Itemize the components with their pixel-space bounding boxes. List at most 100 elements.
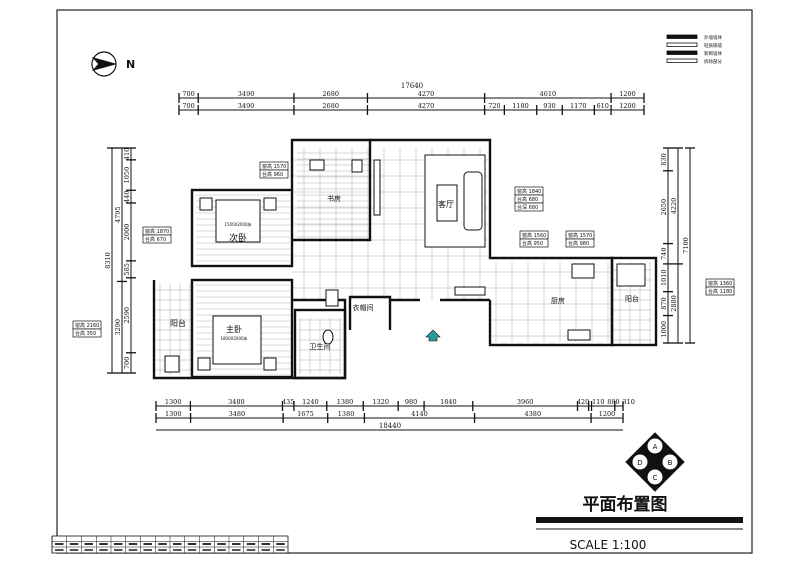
top-dim-row1-value: 3490 — [238, 90, 255, 98]
study-chair — [351, 159, 363, 173]
top-dim-row1-value: 700 — [182, 90, 194, 98]
bottom-dim-row2-value: 1200 — [599, 410, 616, 418]
coffee-table — [436, 184, 458, 222]
window-tag-text: 窗高 1570 — [568, 232, 592, 239]
left-inner-dim-value: 1050 — [123, 167, 131, 184]
bottom-dim-row1-value: 435 — [282, 398, 294, 406]
window-tag-text: 台高 960 — [262, 171, 283, 178]
right-mid-dim-value: 4220 — [670, 198, 678, 215]
right-mid-dim-value: 2880 — [670, 295, 678, 312]
window-tag-box — [705, 286, 735, 296]
scale-label: SCALE 1:100 — [570, 538, 647, 552]
top-dim-row2-value: 1180 — [512, 102, 529, 110]
table-symbol — [114, 543, 123, 545]
window-tag-text: 窗高 1870 — [145, 228, 169, 235]
table-symbol — [99, 549, 108, 551]
second-bed-size: 1500X2000床 — [224, 221, 251, 227]
table-symbol — [84, 543, 93, 545]
legend-swatch — [666, 58, 698, 63]
bottom-dim-row1-value: 310 — [622, 398, 634, 406]
window-tag-text: 台高 350 — [75, 330, 96, 337]
table-symbol — [261, 543, 270, 545]
table-symbol — [69, 549, 79, 551]
nightstand — [263, 197, 277, 211]
table-symbol — [217, 543, 226, 545]
window-tag-text: 台深 680 — [517, 204, 538, 211]
top-total-dimension: 17640 — [401, 82, 423, 90]
left-inner-dim-value: 700 — [123, 357, 131, 369]
top-dim-row2-value: 2680 — [322, 102, 339, 110]
table-symbol — [232, 543, 241, 545]
table-symbol — [232, 549, 241, 551]
tv-cabinet — [373, 159, 381, 216]
table-symbol — [276, 549, 285, 551]
compass-c: C — [653, 474, 658, 482]
window-tag-box — [514, 202, 544, 212]
table-symbol — [84, 549, 93, 551]
room-label-east-balcony: 阳台 — [625, 294, 639, 303]
bottom-dim-row1-value: 3480 — [228, 398, 245, 406]
table-symbol — [261, 549, 270, 551]
top-dim-row2-value: 1170 — [570, 102, 587, 110]
entry-marker-icon — [425, 329, 441, 342]
nightstand — [199, 197, 213, 211]
table-symbol — [187, 543, 197, 545]
window-tag-text: 窗高 1560 — [522, 232, 546, 239]
left-inner-dim-value: 2590 — [123, 307, 131, 324]
window-tag-text: 台高 680 — [517, 196, 538, 203]
bottom-dim-row1-value: 1840 — [440, 398, 457, 406]
sink — [571, 263, 595, 279]
left-total-dim-value: 8310 — [104, 252, 112, 269]
top-dim-row2-value: 4270 — [418, 102, 435, 110]
compass-d: D — [637, 459, 642, 467]
balcony-cabinet — [164, 355, 180, 373]
table-symbol — [173, 549, 182, 551]
window-tag-box — [519, 238, 549, 248]
symbol-legend-table — [51, 535, 289, 554]
legend-label: 拆除部分 — [704, 58, 722, 65]
right-inner-dim-value: 870 — [660, 297, 668, 309]
window-tag-text: 台高 980 — [568, 240, 589, 247]
bottom-dim-row2-value: 4380 — [525, 410, 542, 418]
legend-label: 新砌墙体 — [704, 50, 722, 57]
study-chair — [309, 159, 325, 171]
window-tag-box — [72, 328, 102, 338]
bottom-dim-row1-value: 1240 — [302, 398, 319, 406]
table-symbol — [246, 549, 256, 551]
bottom-dim-row1-value: 980 — [405, 398, 417, 406]
bathroom-floor — [298, 318, 342, 374]
table-symbol — [69, 543, 79, 545]
drawing-title: 平面布置图 — [583, 494, 668, 515]
room-label-second-bedroom: 次卧 — [229, 232, 247, 244]
washbasin — [325, 289, 339, 307]
top-dim-row2-value: 3490 — [238, 102, 255, 110]
right-inner-dim-value: 1010 — [660, 269, 668, 286]
window-tag-box — [259, 169, 289, 179]
compass-index-icon — [625, 432, 685, 492]
nightstand — [197, 357, 211, 371]
table-symbol — [114, 549, 123, 551]
left-inner-dim-value: 410 — [123, 148, 131, 160]
bottom-dim-row2-value: 3480 — [229, 410, 246, 418]
window-tag-box — [142, 234, 172, 244]
table-symbol — [202, 543, 211, 545]
room-label-living-room: 客厅 — [438, 199, 454, 209]
washing-machine — [616, 263, 646, 287]
table-symbol — [173, 543, 182, 545]
top-dim-row1-value: 4610 — [540, 90, 557, 98]
window-tag-text: 窗高 1840 — [517, 188, 541, 195]
legend-label: 轻质隔墙 — [704, 42, 722, 49]
left-inner-dim-value: 2000 — [123, 224, 131, 241]
table-symbol — [128, 549, 138, 551]
top-dim-row2-value: 720 — [488, 102, 500, 110]
bottom-total-dimension: 18440 — [379, 422, 401, 430]
sofa — [463, 171, 483, 231]
furniture — [164, 154, 646, 373]
window-tag-text: 窗高 1360 — [708, 280, 732, 287]
room-label-study: 书房 — [327, 194, 341, 203]
right-inner-dim-value: 830 — [660, 153, 668, 165]
bottom-dim-row2-value: 1300 — [165, 410, 182, 418]
window-tag-text: 台高 670 — [145, 236, 166, 243]
